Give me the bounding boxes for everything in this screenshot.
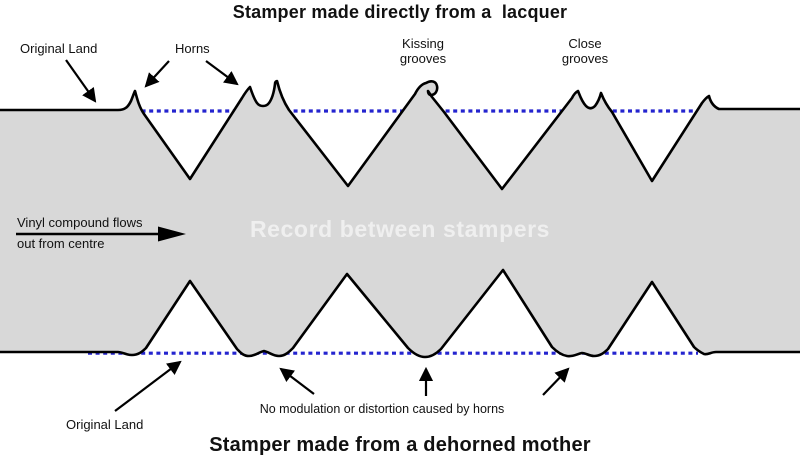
no-modulation-arrow-left bbox=[279, 367, 315, 395]
no-modulation-arrow-right bbox=[542, 367, 570, 396]
record-between-stampers-label: Record between stampers bbox=[249, 216, 551, 242]
vinyl-flow-arrow bbox=[16, 226, 186, 242]
original-land-top-label: Original Land bbox=[20, 41, 98, 56]
original-land-bottom-arrow bbox=[114, 360, 182, 412]
title-top: Stamper made directly from a lacquer bbox=[232, 2, 568, 22]
horns-arrow-left bbox=[144, 60, 170, 88]
original-land-bottom-label: Original Land bbox=[66, 417, 144, 432]
no-modulation-label: No modulation or distortion caused by ho… bbox=[259, 402, 505, 416]
horns-label: Horns bbox=[175, 41, 210, 56]
vinyl-flow-label-line2: out from centre bbox=[17, 236, 105, 251]
close-grooves-label: Close grooves bbox=[561, 36, 609, 66]
original-land-top-arrow bbox=[65, 59, 97, 103]
vinyl-flow-label-line1: Vinyl compound flows bbox=[17, 215, 143, 230]
record-cross-section bbox=[0, 79, 800, 359]
kissing-grooves-label: Kissing grooves bbox=[399, 36, 447, 66]
horns-arrow-right bbox=[205, 60, 239, 86]
title-bottom: Stamper made from a dehorned mother bbox=[209, 434, 591, 456]
